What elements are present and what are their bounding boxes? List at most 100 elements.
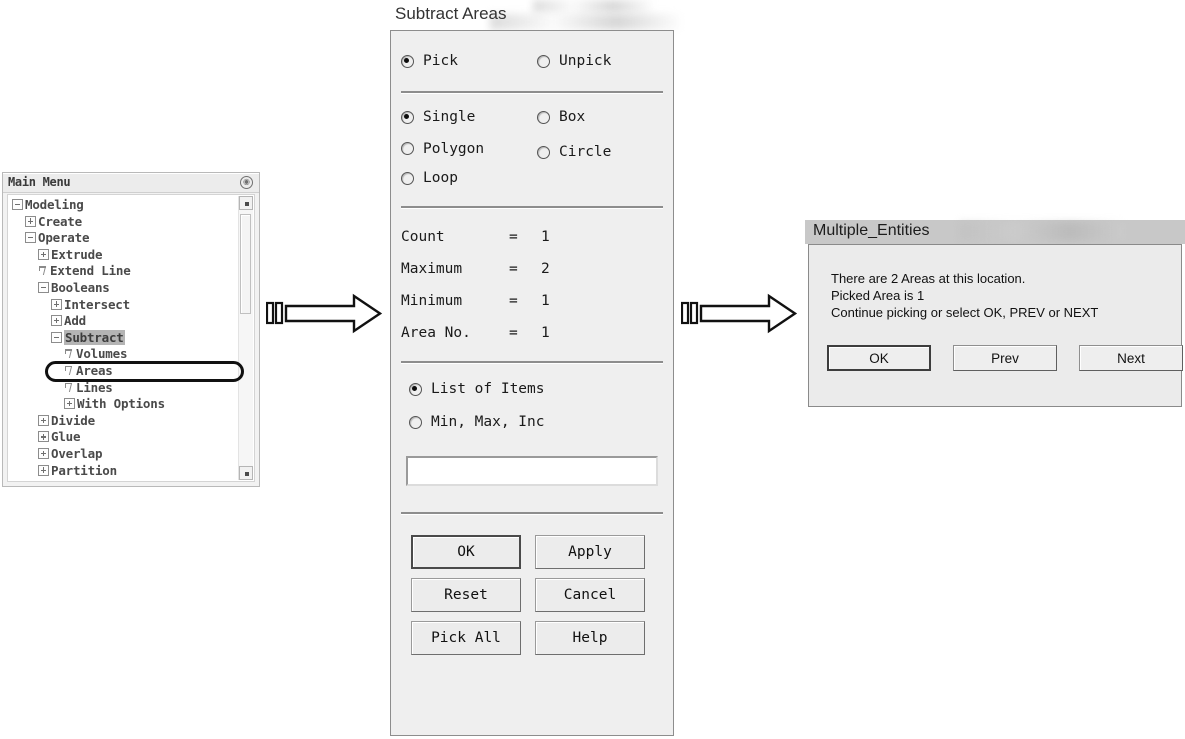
blurred-artifact: [960, 222, 1125, 241]
stat-label: Minimum: [401, 293, 463, 309]
radio-loop[interactable]: Loop: [401, 170, 458, 186]
minus-box-icon[interactable]: [25, 232, 36, 244]
stats-block: Count = 1 Maximum = 2 Minimum = 1 Area N…: [401, 229, 663, 341]
me-ok-button[interactable]: OK: [827, 345, 931, 371]
multiple-entities-body: There are 2 Areas at this location. Pick…: [808, 244, 1183, 407]
tree-item-create[interactable]: Create: [12, 214, 236, 231]
ok-button[interactable]: OK: [411, 535, 521, 569]
plus-box-icon[interactable]: [38, 248, 49, 260]
stat-equals: =: [509, 229, 518, 245]
radio-indicator: [401, 142, 414, 155]
plus-box-icon[interactable]: [64, 398, 75, 410]
scroll-down-icon[interactable]: [239, 466, 253, 480]
minus-box-icon[interactable]: [51, 331, 62, 343]
help-button[interactable]: Help: [535, 621, 645, 655]
multiple-entities-dialog: Multiple_Entities There are 2 Areas at t…: [805, 220, 1185, 409]
tree-item-booleans[interactable]: Booleans: [12, 280, 236, 297]
me-next-button[interactable]: Next: [1079, 345, 1183, 371]
collapse-circle-icon[interactable]: ◉: [240, 176, 253, 189]
stat-area-no: Area No. = 1: [401, 325, 663, 341]
radio-label: Loop: [423, 170, 458, 186]
radio-label: Unpick: [559, 53, 612, 69]
tree-item-areas[interactable]: Areas: [12, 363, 236, 380]
tree-item-divide[interactable]: Divide: [12, 413, 236, 430]
tree-item-with-options[interactable]: With Options: [12, 396, 236, 413]
tree-item-modeling[interactable]: Modeling: [12, 197, 236, 214]
radio-label: Min, Max, Inc: [431, 414, 545, 430]
plus-box-icon[interactable]: [51, 298, 62, 310]
tree-item-label: Partition: [51, 462, 117, 478]
tree-item-subtract[interactable]: Subtract: [12, 329, 236, 347]
minus-box-icon[interactable]: [38, 281, 49, 293]
tree-item-label: Overlap: [51, 445, 103, 461]
tree-item-partition[interactable]: Partition: [12, 463, 236, 480]
radio-single[interactable]: Single: [401, 109, 537, 125]
plus-box-icon[interactable]: [38, 431, 49, 443]
reset-button[interactable]: Reset: [411, 578, 521, 612]
tree-scrollbar[interactable]: [238, 196, 253, 480]
tree-item-label: Glue: [51, 429, 81, 445]
stat-minimum: Minimum = 1: [401, 293, 663, 309]
radio-unpick[interactable]: Unpick: [537, 53, 611, 69]
stat-value: 1: [541, 325, 550, 341]
tree-item-label: With Options: [77, 396, 165, 412]
message-line: There are 2 Areas at this location.: [831, 271, 1026, 286]
scroll-up-icon[interactable]: [239, 196, 253, 210]
cancel-button[interactable]: Cancel: [535, 578, 645, 612]
tree-item-volumes[interactable]: Volumes: [12, 346, 236, 363]
separator: [401, 361, 663, 364]
radio-indicator: [401, 110, 414, 124]
plus-box-icon[interactable]: [51, 315, 62, 327]
stat-label: Area No.: [401, 325, 471, 341]
radio-label: Polygon: [423, 140, 485, 157]
stat-value: 1: [541, 293, 550, 309]
radio-min-max-inc[interactable]: Min, Max, Inc: [409, 414, 663, 430]
radio-indicator: [401, 171, 414, 185]
radio-indicator: [409, 415, 422, 429]
tree-item-intersect[interactable]: Intersect: [12, 297, 236, 314]
tree-item-label: Intersect: [64, 296, 130, 312]
plus-box-icon[interactable]: [38, 447, 49, 459]
tree-item-operate[interactable]: Operate: [12, 230, 236, 247]
list-mode-group: List of Items Min, Max, Inc: [401, 381, 663, 430]
separator: [401, 512, 663, 515]
tree-item-label: Lines: [76, 379, 113, 395]
radio-indicator: [537, 145, 550, 159]
tree-item-label: Divide: [51, 412, 95, 428]
tree-item-add[interactable]: Add: [12, 313, 236, 330]
message-line: Continue picking or select OK, PREV or N…: [831, 305, 1099, 320]
tree-item-overlap[interactable]: Overlap: [12, 446, 236, 463]
radio-indicator: [409, 382, 422, 396]
stat-equals: =: [509, 293, 518, 309]
tree-item-extend-line[interactable]: Extend Line: [12, 263, 236, 280]
multiple-entities-titlebar: Multiple_Entities: [805, 220, 1185, 244]
radio-label: Single: [423, 109, 476, 125]
entity-input[interactable]: [406, 456, 658, 486]
tree-item-glue[interactable]: Glue: [12, 429, 236, 446]
separator: [401, 206, 663, 209]
radio-polygon[interactable]: Polygon: [401, 141, 537, 157]
tree-item-extrude[interactable]: Extrude: [12, 247, 236, 264]
apply-button[interactable]: Apply: [535, 535, 645, 569]
action-leaf-icon: [64, 382, 74, 393]
stat-label: Count: [401, 229, 445, 245]
plus-box-icon[interactable]: [38, 414, 49, 426]
radio-pick[interactable]: Pick: [401, 53, 537, 69]
stat-maximum: Maximum = 2: [401, 261, 663, 277]
scrollbar-thumb[interactable]: [240, 214, 251, 314]
radio-list-of-items[interactable]: List of Items: [409, 381, 663, 397]
plus-box-icon[interactable]: [25, 215, 36, 227]
tree-item-label: Operate: [38, 230, 90, 246]
tree-item-lines[interactable]: Lines: [12, 380, 236, 397]
radio-box[interactable]: Box: [537, 109, 585, 125]
plus-box-icon[interactable]: [38, 464, 49, 476]
me-prev-button[interactable]: Prev: [953, 345, 1057, 371]
action-leaf-icon: [64, 365, 74, 376]
tree-item-label: Subtract: [64, 329, 125, 345]
subtract-dialog-buttons: OK Apply Reset Cancel Pick All Help: [401, 535, 663, 655]
radio-label: List of Items: [431, 381, 545, 397]
pick-all-button[interactable]: Pick All: [411, 621, 521, 655]
minus-box-icon[interactable]: [12, 199, 23, 210]
radio-circle[interactable]: Circle: [537, 144, 611, 160]
